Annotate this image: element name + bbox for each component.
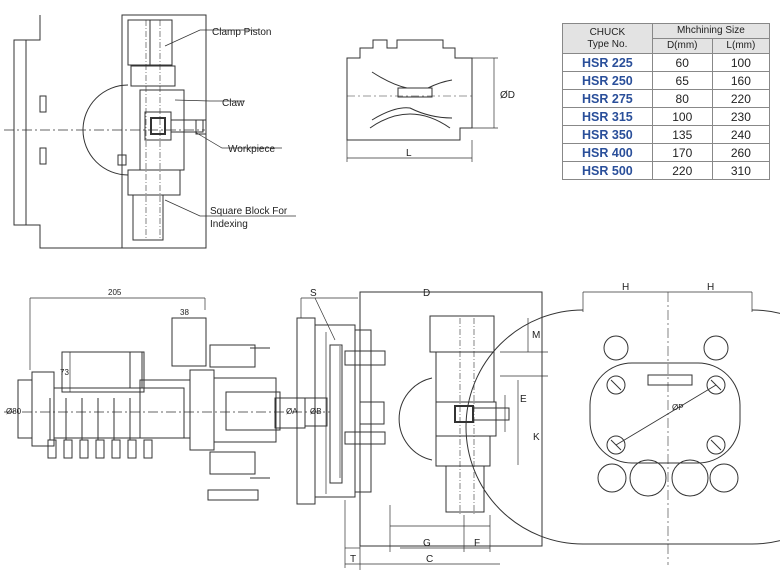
hose-fittings — [47, 398, 153, 459]
model-cell: HSR 350 — [562, 125, 653, 144]
dim-m: M — [532, 330, 540, 341]
machining-size-table: CHUCK Type No. Mhchining Size D(mm) L(mm… — [562, 23, 771, 180]
d-cell: 220 — [651, 161, 713, 180]
chuck-section-view — [4, 14, 296, 249]
valve-workpiece-view — [346, 39, 498, 162]
table-row: HSR 275 80 220 — [562, 89, 771, 108]
d-cell: 100 — [651, 107, 713, 126]
dim-205: 205 — [108, 288, 122, 297]
dim-80: Ø80 — [6, 407, 22, 416]
dim-g: G — [423, 538, 431, 549]
dim-h-left: H — [622, 282, 629, 293]
header-d-mm: D(mm) — [651, 38, 713, 54]
dim-f: F — [474, 538, 480, 549]
actuator-assembly-view — [4, 297, 330, 501]
d-cell: 170 — [651, 143, 713, 162]
model-cell: HSR 225 — [562, 53, 653, 72]
l-cell: 230 — [711, 107, 771, 126]
header-l-mm: L(mm) — [711, 38, 771, 54]
dim-t: T — [350, 554, 356, 565]
l-cell: 160 — [711, 71, 771, 90]
label-workpiece: Workpiece — [228, 144, 275, 155]
table-row: HSR 250 65 160 — [562, 71, 771, 90]
dim-l: L — [406, 148, 412, 159]
chuck-assembly-view — [296, 291, 548, 570]
table-row: HSR 315 100 230 — [562, 107, 771, 126]
dim-e: E — [520, 394, 527, 405]
d-cell: 135 — [651, 125, 713, 144]
header-chuck-type: CHUCK Type No. — [562, 23, 653, 54]
dim-p: ØP — [672, 403, 684, 412]
table-row: HSR 225 60 100 — [562, 53, 771, 72]
l-cell: 220 — [711, 89, 771, 108]
label-clamp-piston: Clamp Piston — [212, 27, 271, 38]
model-cell: HSR 250 — [562, 71, 653, 90]
l-cell: 260 — [711, 143, 771, 162]
dim-a: ØA — [286, 407, 298, 416]
l-cell: 310 — [711, 161, 771, 180]
l-cell: 240 — [711, 125, 771, 144]
header-machining-size: Mhchining Size — [651, 23, 771, 39]
label-claw: Claw — [222, 98, 245, 109]
d-cell: 60 — [651, 53, 713, 72]
label-square-block-line2: Indexing — [210, 219, 248, 230]
model-cell: HSR 400 — [562, 143, 653, 162]
dim-b: ØB — [310, 407, 322, 416]
table-row: HSR 500 220 310 — [562, 161, 771, 180]
l-cell: 100 — [711, 53, 771, 72]
dim-d: ØD — [500, 90, 515, 101]
dim-h-right: H — [707, 282, 714, 293]
d-cell: 65 — [651, 71, 713, 90]
model-cell: HSR 500 — [562, 161, 653, 180]
table-row: HSR 350 135 240 — [562, 125, 771, 144]
dim-73: 73 — [60, 368, 69, 377]
dim-c: C — [426, 554, 433, 565]
model-cell: HSR 275 — [562, 89, 653, 108]
dim-s: S — [310, 288, 317, 299]
d-cell: 80 — [651, 89, 713, 108]
label-square-block-line1: Square Block For — [210, 206, 288, 217]
chuck-face-view — [465, 291, 780, 565]
table-row: HSR 400 170 260 — [562, 143, 771, 162]
dim-38: 38 — [180, 308, 189, 317]
dim-d-top: D — [423, 288, 430, 299]
model-cell: HSR 315 — [562, 107, 653, 126]
dim-k: K — [533, 432, 540, 443]
